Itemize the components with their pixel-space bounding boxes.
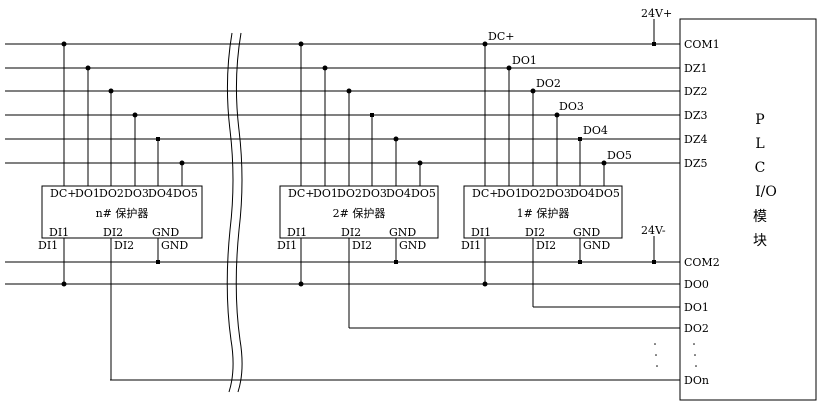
plc-module-box — [679, 18, 817, 401]
protector-1-box — [463, 185, 623, 239]
protector-n-pin-do2: DO2 — [99, 187, 124, 200]
terminal-dz5: DZ5 — [684, 157, 707, 170]
protector-2-label-di2: DI2 — [352, 239, 372, 252]
protector-n-pin-do5: DO5 — [173, 187, 198, 200]
label-24v-plus: 24V+ — [641, 7, 672, 20]
protector-2-pin-dc-plus: DC+ — [288, 187, 314, 200]
protector-2-title: 2# 保护器 — [333, 206, 386, 220]
wire-tag-do5: DO5 — [607, 149, 632, 162]
plc-io-module: P L C I/O 模 块 COM1 DZ1 DZ2 DZ3 DZ4 DZ5 C… — [654, 18, 817, 401]
protector-1-label-gnd: GND — [583, 239, 610, 252]
protector-n-pin-gnd: GND — [152, 226, 179, 239]
terminal-don: DOn — [684, 374, 709, 387]
wire-tag-do3: DO3 — [559, 100, 584, 113]
protector-1-label-di1: DI1 — [461, 239, 481, 252]
protector-1-pin-do3: DO3 — [546, 187, 571, 200]
protector-n-title: n# 保护器 — [96, 206, 149, 220]
protector-n-pin-di2: DI2 — [103, 226, 123, 239]
protector-2-pin-do3: DO3 — [362, 187, 387, 200]
terminal-dz1: DZ1 — [684, 62, 707, 75]
protector-n-pin-do1: DO1 — [75, 187, 100, 200]
protector-n-label-di1: DI1 — [38, 239, 58, 252]
protector-2: DC+ DO1 DO2 DO3 DO4 DO5 2# 保护器 DI1 DI2 G… — [277, 41, 439, 328]
label-24v-minus: 24V- — [641, 224, 666, 237]
wire-tag-dc-plus: DC+ — [488, 30, 514, 43]
protector-2-pin-do2: DO2 — [337, 187, 362, 200]
protector-n-pin-do3: DO3 — [124, 187, 149, 200]
plc-title-char-5: 模 — [753, 209, 767, 225]
plc-title-char-1: P — [755, 112, 764, 128]
protector-1-pin-di1: DI1 — [471, 226, 491, 239]
protector-2-pin-do4: DO4 — [386, 187, 411, 200]
terminal-com1: COM1 — [684, 38, 720, 51]
protector-1-pin-do1: DO1 — [497, 187, 522, 200]
terminal-do0: DO0 — [684, 278, 709, 291]
protector-n-box — [41, 185, 203, 239]
protector-1-pin-do4: DO4 — [570, 187, 595, 200]
bottom-bus-lines — [5, 261, 680, 381]
protector-2-box — [279, 185, 439, 239]
plc-title-char-2: L — [755, 136, 764, 152]
protector-1-pin-dc-plus: DC+ — [472, 187, 498, 200]
supply-24v-negative: 24V- — [641, 224, 666, 264]
plc-title-char-4: I/O — [755, 184, 777, 200]
break-line-right — [235, 32, 243, 393]
top-bus-lines — [5, 43, 680, 164]
terminal-ellipsis — [654, 343, 697, 367]
plc-title-char-3: C — [755, 160, 766, 176]
protector-n-pin-di1: DI1 — [49, 226, 69, 239]
protector-1-label-di2: DI2 — [536, 239, 556, 252]
protector-2-pin-gnd: GND — [389, 226, 416, 239]
wire-tag-do4: DO4 — [583, 124, 608, 137]
protector-n-pin-dc-plus: DC+ — [50, 187, 76, 200]
break-marks — [226, 32, 243, 393]
protector-n-label-gnd: GND — [161, 239, 188, 252]
protector-2-label-di1: DI1 — [277, 239, 297, 252]
protector-2-pin-di1: DI1 — [287, 226, 307, 239]
protector-n-label-di2: DI2 — [114, 239, 134, 252]
terminal-dz3: DZ3 — [684, 109, 707, 122]
protector-1-pin-do5: DO5 — [595, 187, 620, 200]
protector-1-pin-di2: DI2 — [525, 226, 545, 239]
protector-1-title: 1# 保护器 — [517, 206, 570, 220]
protector-n-pin-do4: DO4 — [148, 187, 173, 200]
protector-2-pin-do1: DO1 — [313, 187, 338, 200]
protector-1-pin-do2: DO2 — [521, 187, 546, 200]
terminal-dz2: DZ2 — [684, 85, 707, 98]
protector-n: DC+ DO1 DO2 DO3 DO4 DO5 n# 保护器 DI1 DI2 G… — [38, 41, 203, 380]
terminal-dz4: DZ4 — [684, 133, 707, 146]
break-line-left — [226, 32, 234, 393]
plc-title-char-6: 块 — [753, 233, 767, 249]
wire-tag-do2: DO2 — [536, 77, 561, 90]
terminal-do1: DO1 — [684, 301, 709, 314]
supply-24v-positive: 24V+ — [641, 7, 672, 46]
protector-1: DC+ DO1 DO2 DO3 DO4 DO5 DC+ DO1 DO2 DO3 … — [461, 30, 632, 307]
wire-tag-do1: DO1 — [512, 54, 537, 67]
protector-1-pin-gnd: GND — [573, 226, 600, 239]
terminal-do2: DO2 — [684, 322, 709, 335]
terminal-com2: COM2 — [684, 256, 720, 269]
protector-2-pin-do5: DO5 — [411, 187, 436, 200]
protector-2-pin-di2: DI2 — [341, 226, 361, 239]
protector-2-label-gnd: GND — [399, 239, 426, 252]
